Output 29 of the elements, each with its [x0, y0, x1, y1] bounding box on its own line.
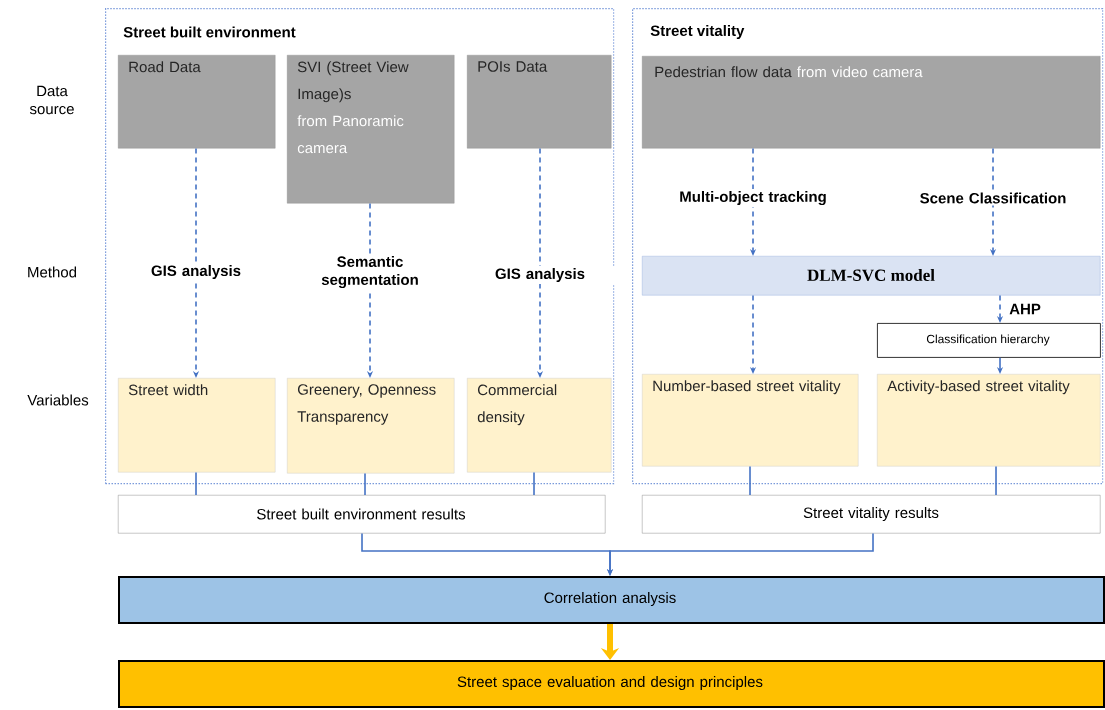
edge-label: GIS analysis — [151, 265, 241, 279]
data-source-box: POIs Data — [467, 55, 612, 149]
connector-line — [995, 465, 997, 496]
connector-line — [533, 471, 535, 496]
edge-label: Semantic segmentation — [321, 256, 418, 289]
analysis-box: Correlation analysis — [118, 576, 1105, 624]
variable-box: Commercial density — [467, 378, 612, 473]
data-source-box: SVI (Street View Image)s from Panoramic camera — [287, 55, 455, 204]
variable-box: Street width — [118, 378, 276, 473]
connector-line — [364, 472, 366, 496]
edge-label: Scene Classification — [920, 192, 1066, 204]
variable-box: Activity-based street vitality — [877, 374, 1101, 467]
row-label: Variables — [27, 394, 89, 406]
model-box: DLM-SVC model — [642, 256, 1101, 296]
connector-line — [749, 465, 751, 496]
results-box: Street vitality results — [642, 495, 1101, 534]
results-box: Street built environment results — [118, 495, 606, 534]
edge-label: Multi-object tracking — [680, 191, 826, 206]
data-source-box: Pedestrian flow data from video camera — [642, 56, 1101, 149]
row-label: Method — [28, 266, 77, 278]
data-source-box: Road Data — [118, 55, 276, 149]
row-label: Data source — [29, 85, 74, 115]
result-box: Street space evaluation and design principles — [118, 660, 1105, 708]
variable-box: Greenery, Openness Transparency — [287, 378, 455, 474]
process-box: Classification hierarchy — [877, 323, 1101, 358]
edge-label: GIS analysis — [495, 268, 585, 282]
edge-label: AHP — [1009, 303, 1041, 315]
connector-line — [195, 471, 197, 496]
variable-box: Number-based street vitality — [642, 374, 859, 467]
